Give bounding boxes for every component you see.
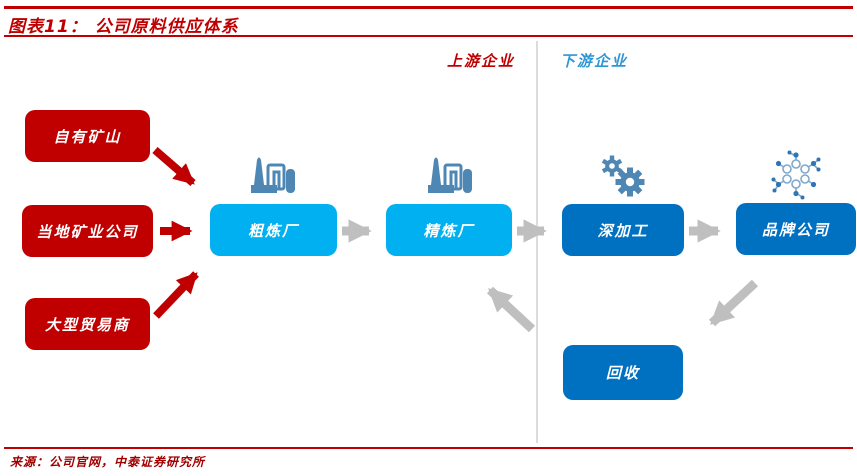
node-recycling: 回收 — [563, 345, 683, 400]
node-label: 精炼厂 — [423, 221, 475, 240]
node-label: 自有矿山 — [53, 127, 122, 146]
factory-icon — [424, 150, 476, 202]
gears-icon — [598, 153, 648, 202]
node-own-mine: 自有矿山 — [25, 110, 150, 162]
node-label: 当地矿业公司 — [36, 222, 139, 241]
factory-icon — [247, 150, 299, 202]
molecule-icon — [768, 148, 824, 206]
downstream-zone-label: 下游企业 — [560, 52, 629, 70]
arrow-brand-to-recycling — [708, 279, 759, 327]
figure-title: 图表11： 公司原料供应体系 — [8, 17, 239, 37]
arrow-own-mine-to-smelter — [152, 146, 196, 187]
node-brand-company: 品牌公司 — [736, 203, 856, 255]
title-rule — [4, 35, 853, 37]
node-label: 品牌公司 — [761, 220, 830, 239]
node-local-mining-company: 当地矿业公司 — [22, 205, 153, 257]
node-large-trader: 大型贸易商 — [25, 298, 150, 350]
arrow-recycling-to-refinery — [486, 286, 536, 333]
source-note: 来源：公司官网，中泰证券研究所 — [10, 455, 206, 469]
node-label: 回收 — [605, 364, 640, 382]
node-label: 粗炼厂 — [247, 221, 299, 240]
zone-divider-line — [536, 41, 538, 443]
node-deep-processing: 深加工 — [562, 204, 684, 256]
node-label: 大型贸易商 — [44, 315, 130, 334]
node-refinery: 精炼厂 — [386, 204, 512, 256]
bottom-rule — [4, 447, 853, 449]
top-rule — [4, 6, 853, 9]
node-label: 深加工 — [597, 221, 649, 240]
upstream-zone-label: 上游企业 — [447, 52, 516, 70]
arrow-trader-to-smelter — [153, 271, 199, 319]
node-crude-smelter: 粗炼厂 — [210, 204, 337, 256]
